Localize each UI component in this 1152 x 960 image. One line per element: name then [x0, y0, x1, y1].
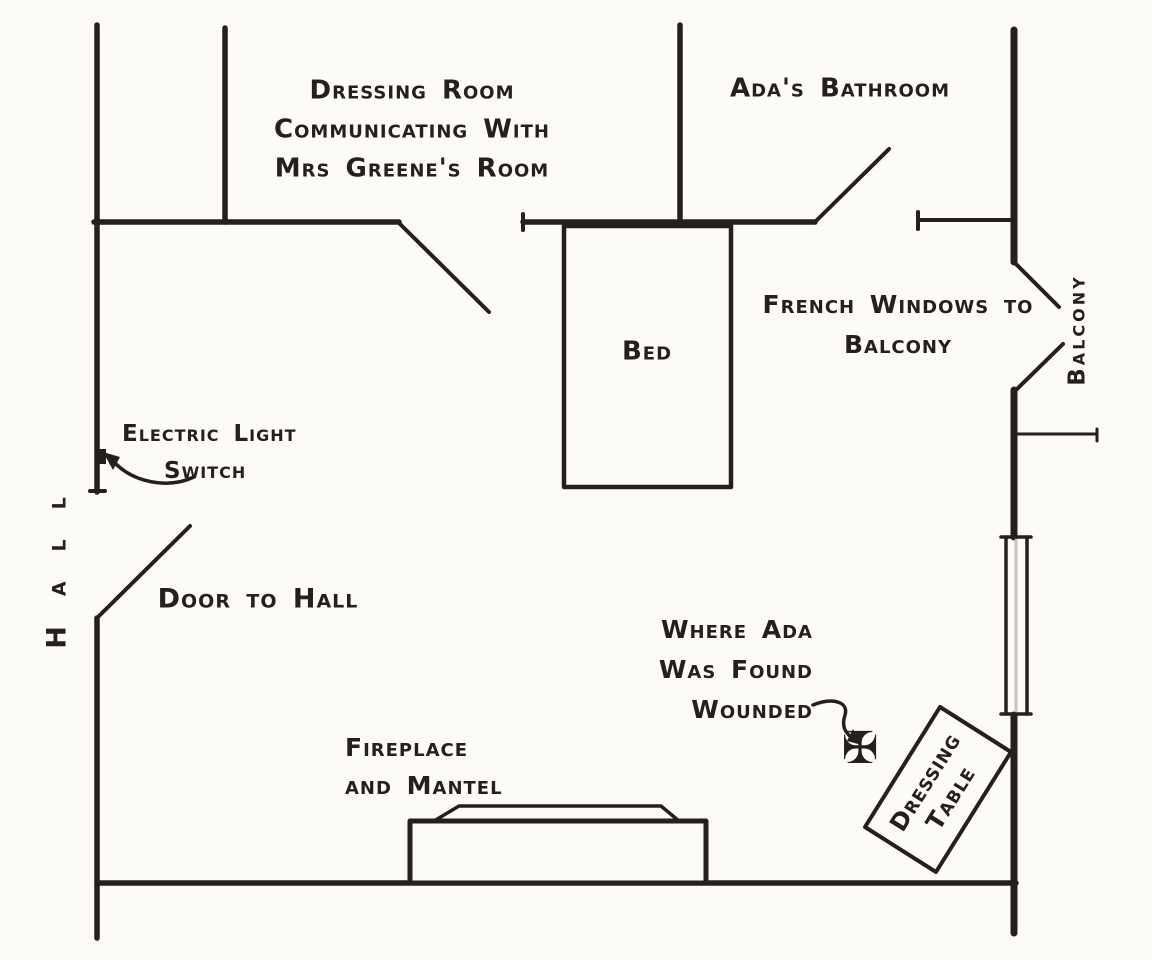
- light-switch-label-line1: Electric Light: [122, 421, 297, 447]
- found-spot-label-line3: Wounded: [691, 695, 813, 724]
- window: [999, 535, 1033, 716]
- switch-arrow: [112, 460, 196, 485]
- fireplace-label-line2: and Mantel: [345, 771, 503, 800]
- bed-label: Bed: [621, 336, 673, 367]
- dressing-table-outline: [863, 705, 1013, 874]
- dressing-room-label-line1: Dressing Room: [309, 75, 515, 106]
- dressing-room-label-line3: Mrs Greene's Room: [274, 153, 550, 184]
- dressing-room-door-swing: [397, 221, 491, 314]
- dressing-room-label-line2: Communicating With: [274, 114, 550, 145]
- fireplace-label: Fireplace and Mantel: [345, 729, 503, 805]
- found-spot-label-line1: Where Ada: [660, 615, 813, 644]
- french-windows-label: French Windows to Balcony: [763, 285, 1034, 365]
- hall-door-swing: [96, 524, 192, 619]
- found-spot-label: Where Ada Was Found Wounded: [659, 610, 813, 730]
- light-switch-label: Electric Light Switch: [122, 416, 297, 490]
- balcony-divider: [1014, 427, 1099, 443]
- fireplace-outline: [407, 804, 709, 886]
- maltese-cross-marker: ✠: [841, 723, 879, 774]
- bed-outline: [561, 223, 734, 490]
- dressing-room-label: Dressing Room Communicating With Mrs Gre…: [274, 72, 550, 189]
- arrows: [103, 452, 862, 745]
- door-swings: [96, 147, 1065, 619]
- french-window-swing-lower: [1014, 342, 1065, 392]
- light-switch-label-line2-text: Switch: [164, 458, 247, 484]
- bathroom-door-swing: [813, 147, 891, 224]
- french-windows-label-line1: French Windows to: [762, 290, 1034, 319]
- found-spot-label-line2: Was Found: [658, 655, 813, 684]
- fireplace-box: [407, 818, 709, 886]
- light-switch-label-line2: Switch: [122, 453, 297, 490]
- bathroom-label: Ada's Bathroom: [729, 73, 951, 104]
- switch-arrowhead: [103, 452, 120, 470]
- hall-door-label: Door to Hall: [157, 583, 359, 615]
- french-windows-label-line2: Balcony: [843, 330, 953, 359]
- french-window-swing-upper: [1013, 261, 1061, 309]
- hall-wall-label: Hall: [41, 467, 73, 649]
- wounded-arrow: [811, 699, 854, 740]
- mantel-outline: [432, 804, 681, 823]
- light-switch-mark: [99, 449, 106, 464]
- balcony-wall-label: Balcony: [1064, 274, 1091, 386]
- fireplace-label-line1: Fireplace: [345, 733, 469, 762]
- wounded-arrowhead: [847, 729, 862, 745]
